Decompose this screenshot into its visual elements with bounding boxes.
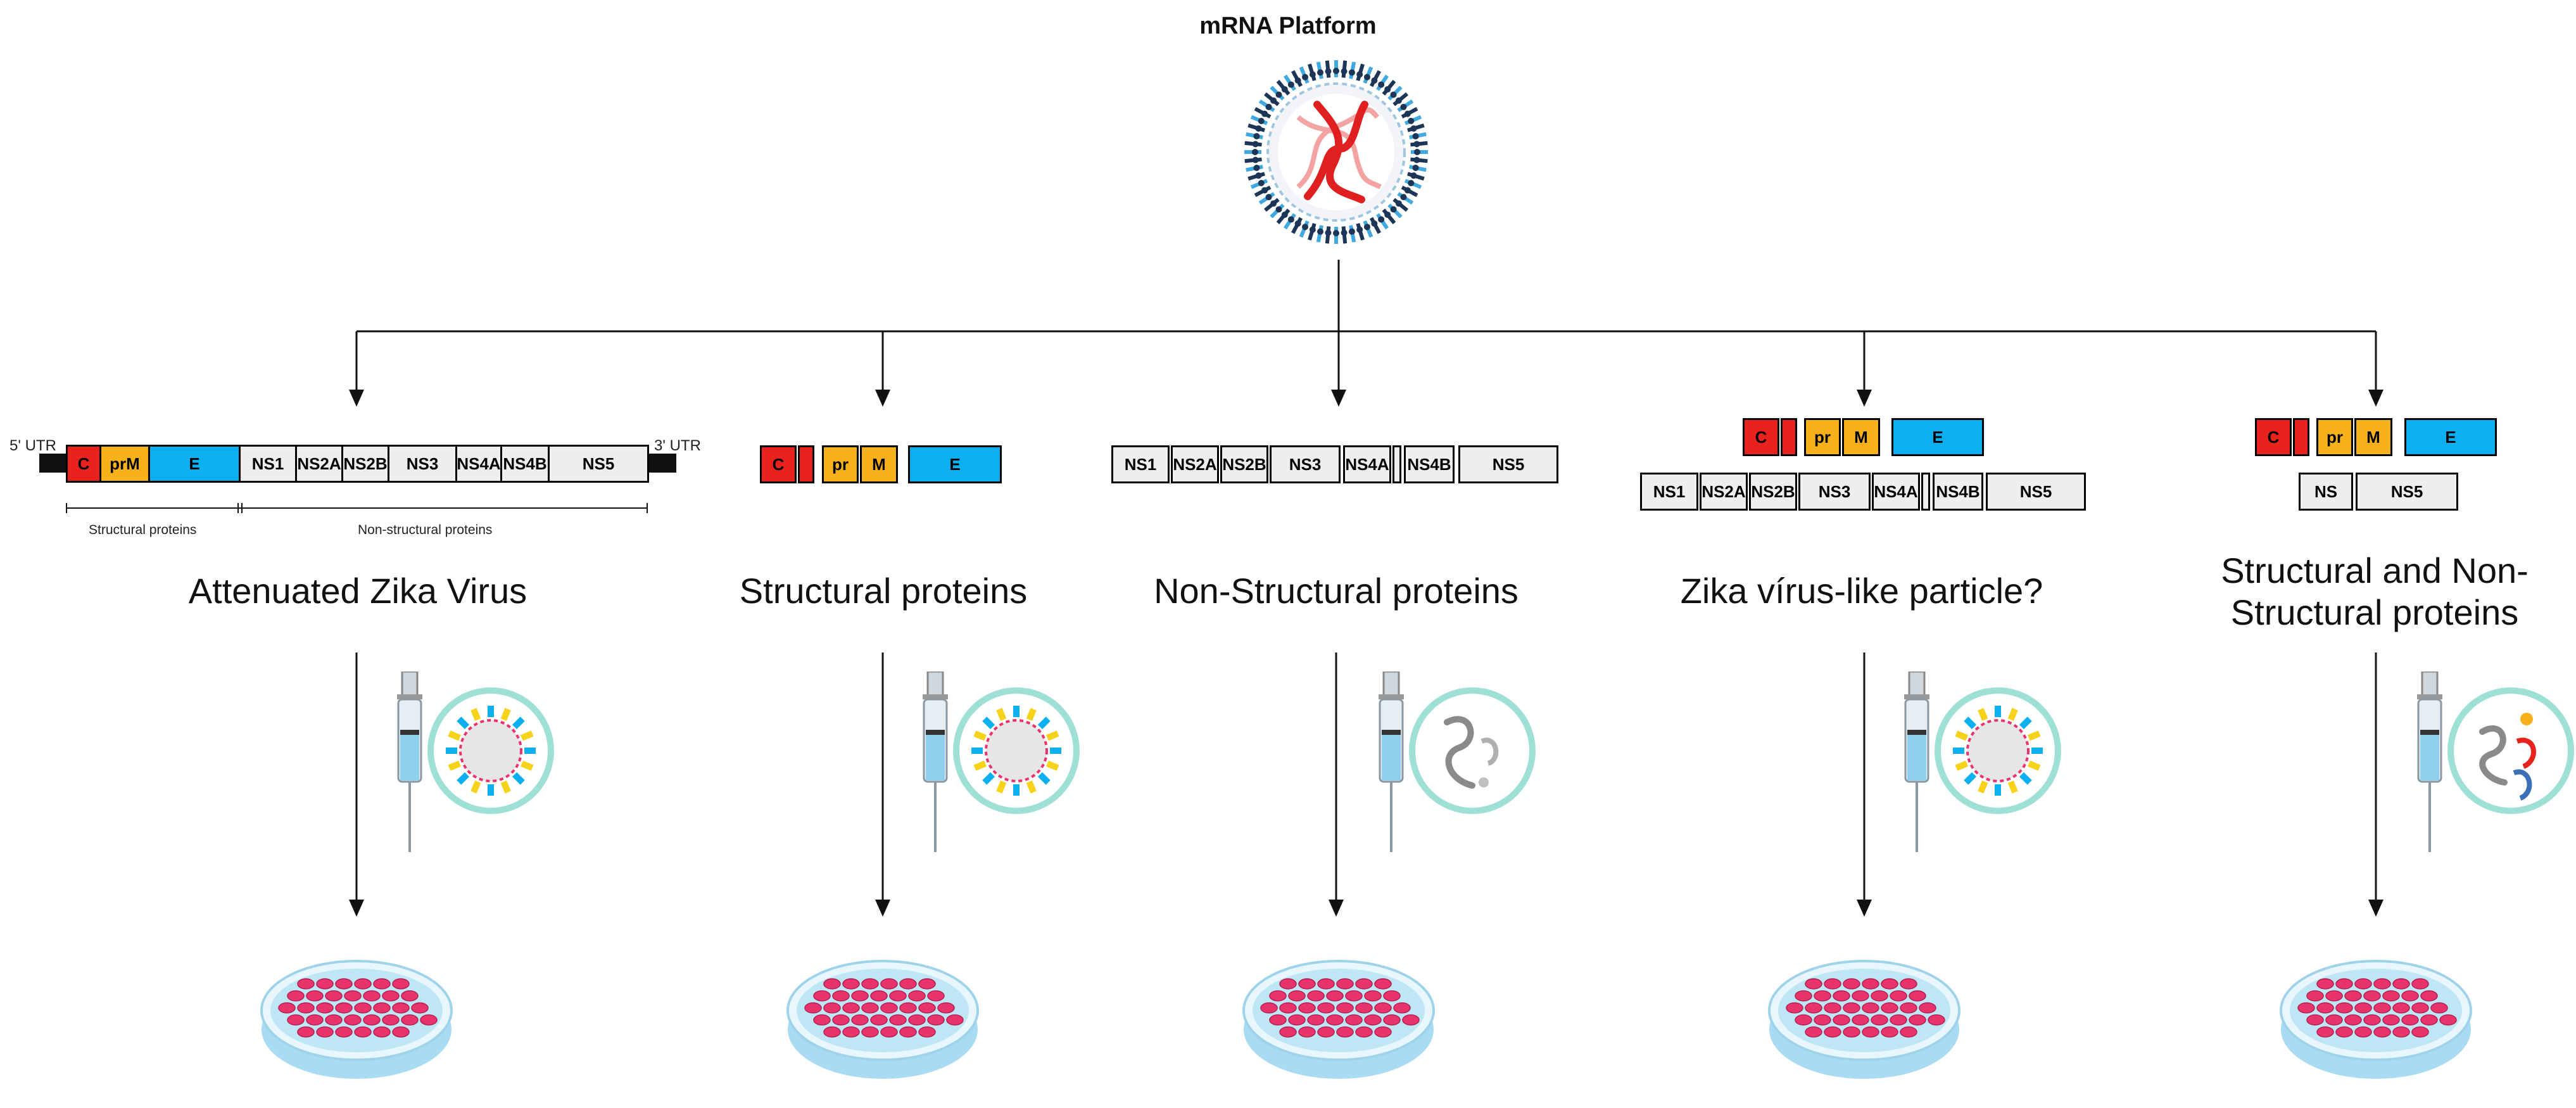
- syringe-icon: [923, 672, 1080, 852]
- caption-attenuated: Attenuated Zika Virus: [188, 571, 527, 611]
- gene-ns1: NS1: [1640, 473, 1698, 511]
- gene-ns2b: NS2B: [1220, 445, 1268, 483]
- gene-ns4b: NS4B: [1933, 473, 1983, 511]
- gene-2k: [1392, 445, 1401, 483]
- gene-ns3: NS3: [1270, 445, 1341, 483]
- gene-c-fragment: [2293, 418, 2309, 456]
- caption-structural-nonstructural: Structural and Non- Structural proteins: [2172, 550, 2576, 634]
- gene-c: C: [2255, 418, 2292, 456]
- gene-e: E: [2404, 418, 2497, 456]
- gene-pr: pr: [822, 445, 859, 483]
- gene-m: M: [2354, 418, 2392, 456]
- caption-vlp: Zika vírus-like particle?: [1680, 571, 2043, 611]
- gene-c-fragment: [1781, 418, 1797, 456]
- petri-dish-icon: [1768, 960, 1960, 1079]
- nonstructural-bracket-label: Non-structural proteins: [358, 523, 493, 537]
- gene-e: E: [908, 445, 1002, 483]
- petri-dish-icon: [1242, 960, 1435, 1079]
- gene-ns4a: NS4A: [1872, 473, 1920, 511]
- gene-ns5: NS5: [1986, 473, 2086, 511]
- gene-ns4a: NS4A: [1343, 445, 1391, 483]
- petri-dish-icon: [260, 960, 453, 1079]
- caption-nonstructural: Non-Structural proteins: [1154, 571, 1518, 611]
- lipid-nanoparticle-icon: [1241, 57, 1431, 247]
- syringe-icon: [1904, 672, 2061, 852]
- gene-ns2a: NS2A: [1171, 445, 1219, 483]
- syringe-icon: [1379, 672, 1536, 852]
- gene-ns3: NS3: [388, 445, 457, 483]
- utr-3-block: [647, 454, 676, 473]
- gene-ns5: NS5: [1458, 445, 1558, 483]
- syringe-icon: [397, 672, 554, 852]
- caption-structural: Structural proteins: [739, 571, 1028, 611]
- gene-ns2a: NS2A: [295, 445, 343, 483]
- gene-pr: pr: [2316, 418, 2353, 456]
- caption-line-2: Structural proteins: [2230, 592, 2519, 633]
- gene-ns4b: NS4B: [500, 445, 550, 483]
- gene-ns5: NS5: [2356, 473, 2458, 511]
- gene-pr: pr: [1804, 418, 1841, 456]
- gene-ns1: NS1: [1111, 445, 1170, 483]
- utr-5-block: [39, 454, 67, 473]
- petri-dish-icon: [786, 960, 979, 1079]
- gene-ns: NS: [2299, 473, 2353, 511]
- petri-dish-icon: [2280, 960, 2472, 1079]
- gene-e: E: [148, 445, 241, 483]
- gene-ns3: NS3: [1798, 473, 1871, 511]
- gene-m: M: [1842, 418, 1880, 456]
- gene-prm: prM: [99, 445, 150, 483]
- gene-m: M: [860, 445, 898, 483]
- diagram-title: mRNA Platform: [1199, 13, 1377, 39]
- gene-e: E: [1891, 418, 1984, 456]
- gene-c: C: [760, 445, 797, 483]
- caption-line-1: Structural and Non-: [2221, 551, 2529, 590]
- gene-2k: [1921, 473, 1930, 511]
- gene-ns4a: NS4A: [455, 445, 502, 483]
- gene-c: C: [66, 445, 101, 483]
- gene-c: C: [1743, 418, 1779, 456]
- gene-c-fragment: [798, 445, 814, 483]
- syringe-icon: [2417, 672, 2574, 852]
- gene-ns1: NS1: [239, 445, 297, 483]
- gene-ns4b: NS4B: [1404, 445, 1455, 483]
- utr-3-label: 3' UTR: [654, 437, 701, 454]
- gene-ns2b: NS2B: [1749, 473, 1797, 511]
- utr-5-label: 5' UTR: [9, 437, 56, 454]
- gene-ns2b: NS2B: [341, 445, 389, 483]
- gene-ns5: NS5: [548, 445, 649, 483]
- gene-ns2a: NS2A: [1700, 473, 1748, 511]
- structural-bracket-label: Structural proteins: [89, 523, 197, 537]
